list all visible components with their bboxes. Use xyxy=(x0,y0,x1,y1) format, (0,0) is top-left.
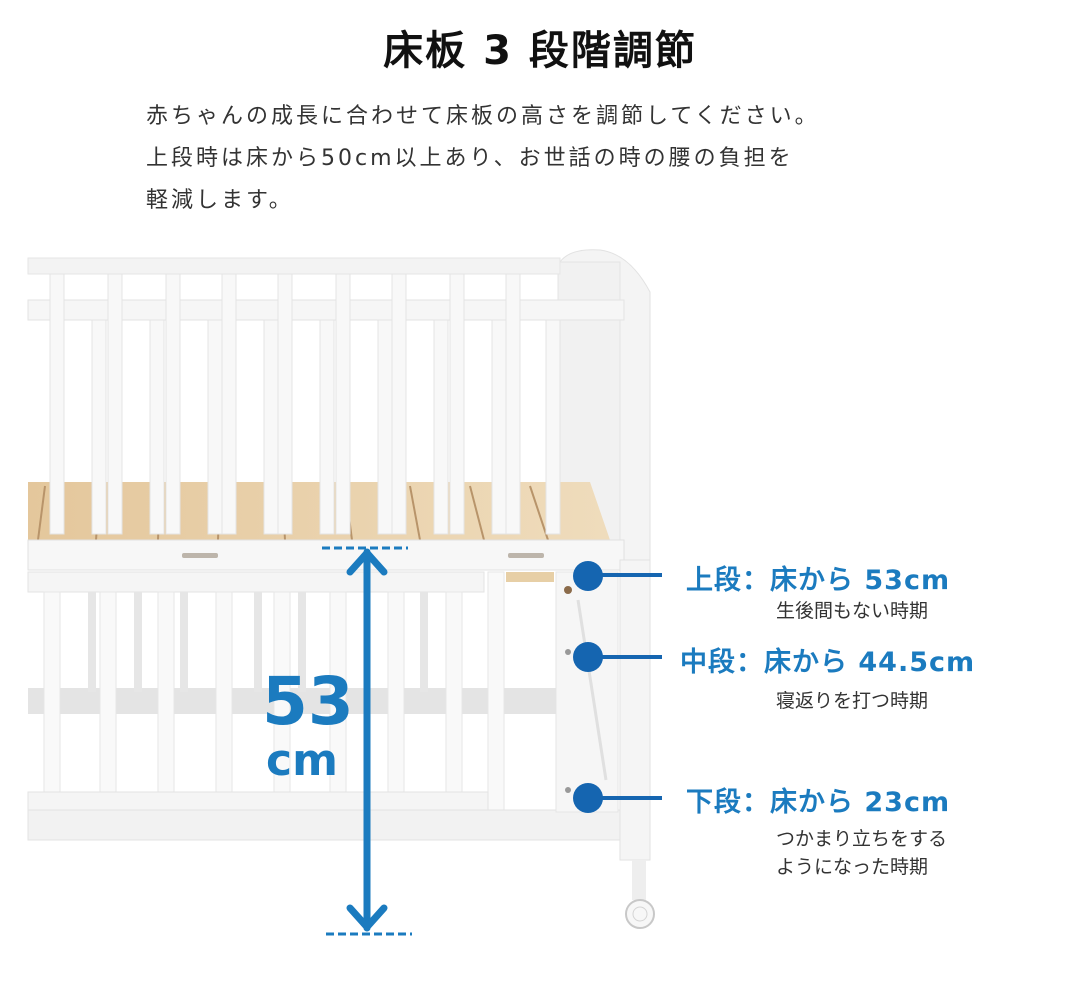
level-bottom: 下段：床から 23cm つかまり立ちをする ようになった時期 xyxy=(686,780,950,881)
height-value: 53 xyxy=(262,663,354,740)
level-middle: 中段：床から 44.5cm 寝返りを打つ時期 xyxy=(680,640,975,715)
level-marker-middle xyxy=(573,642,662,672)
level-middle-label: 中段：床から 44.5cm xyxy=(680,647,976,678)
description-line: 軽減します。 xyxy=(146,188,294,213)
level-top-label: 上段：床から 53cm xyxy=(686,565,951,596)
description-line: 上段時は床から50cm以上あり、お世話の時の腰の負担を xyxy=(146,146,794,171)
level-bottom-note-2: ようになった時期 xyxy=(776,856,929,878)
level-marker-bottom xyxy=(573,783,662,813)
height-unit: cm xyxy=(266,735,338,786)
level-top-note: 生後間もない時期 xyxy=(776,600,929,622)
level-marker-top xyxy=(573,561,662,591)
page-title: 床板 3 段階調節 xyxy=(383,28,697,74)
level-top: 上段：床から 53cm 生後間もない時期 xyxy=(686,558,950,625)
level-bottom-note-1: つかまり立ちをする xyxy=(776,828,948,850)
level-bottom-label: 下段：床から 23cm xyxy=(686,787,951,818)
level-middle-note: 寝返りを打つ時期 xyxy=(776,690,929,712)
description: 赤ちゃんの成長に合わせて床板の高さを調節してください。 上段時は床から50cm以… xyxy=(146,96,966,222)
description-line: 赤ちゃんの成長に合わせて床板の高さを調節してください。 xyxy=(146,104,820,129)
double-arrow-icon xyxy=(346,548,388,932)
